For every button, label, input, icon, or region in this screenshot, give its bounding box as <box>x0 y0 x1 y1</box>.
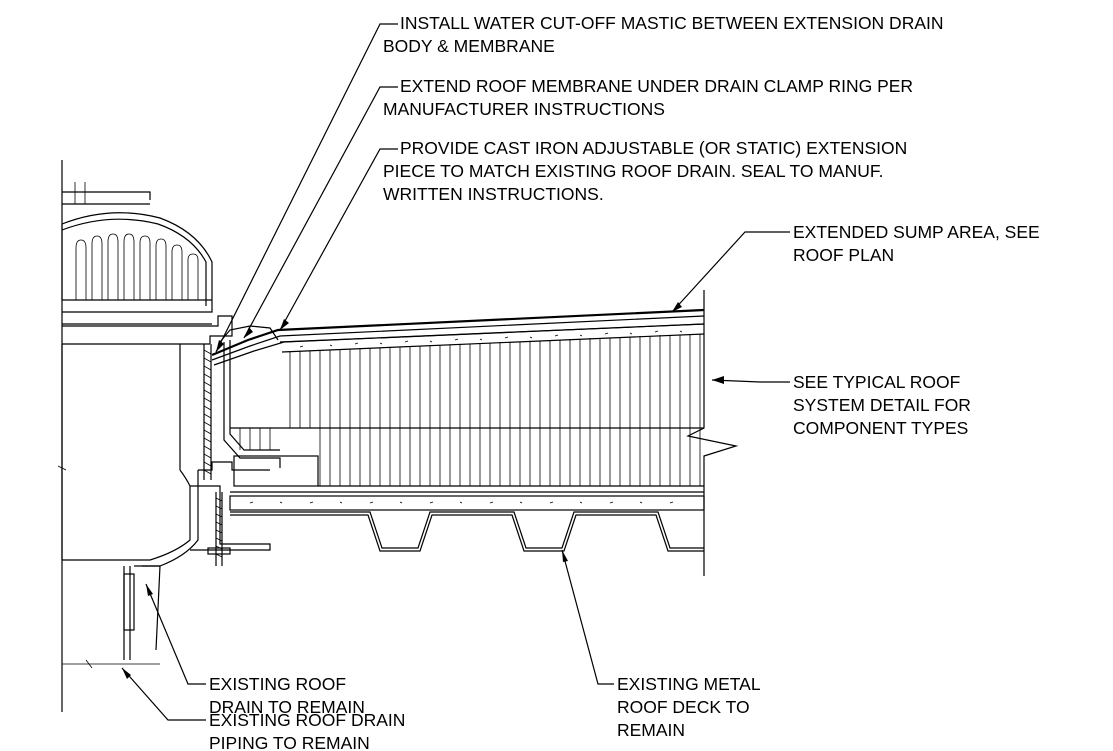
cover-board <box>279 323 705 353</box>
note-system-line-1: SEE TYPICAL ROOF <box>793 372 960 392</box>
note-mastic: INSTALL WATER CUT-OFF MASTIC BETWEEN EXT… <box>383 13 948 56</box>
existing-drain-body <box>61 344 271 567</box>
note-membrane-line-1: EXTEND ROOF MEMBRANE UNDER DRAIN CLAMP R… <box>400 76 913 96</box>
metal-roof-deck <box>230 511 704 552</box>
note-system-line-3: COMPONENT TYPES <box>793 418 968 438</box>
note-sump-line-2: ROOF PLAN <box>793 245 894 265</box>
note-system: SEE TYPICAL ROOF SYSTEM DETAIL FOR COMPO… <box>793 372 976 438</box>
notes: INSTALL WATER CUT-OFF MASTIC BETWEEN EXT… <box>209 13 1045 751</box>
leader-lines <box>121 23 790 721</box>
extension-threaded-rod <box>203 344 212 480</box>
note-sump-line-1: EXTENDED SUMP AREA, SEE <box>793 222 1040 242</box>
break-line-right <box>686 290 739 576</box>
note-deck-line-1: EXISTING METAL <box>617 674 761 694</box>
note-system-line-2: SYSTEM DETAIL FOR <box>793 395 971 415</box>
note-deck: EXISTING METAL ROOF DECK TO REMAIN <box>617 674 765 740</box>
note-membrane: EXTEND ROOF MEMBRANE UNDER DRAIN CLAMP R… <box>383 76 918 119</box>
note-extension-line-3: WRITTEN INSTRUCTIONS. <box>383 184 604 204</box>
tapered-insulation <box>230 334 704 487</box>
existing-drain-piping <box>62 565 161 669</box>
note-sump: EXTENDED SUMP AREA, SEE ROOF PLAN <box>793 222 1045 265</box>
note-deck-line-2: ROOF DECK TO <box>617 697 750 717</box>
substrate-board <box>229 491 705 511</box>
clamp-bolt <box>207 492 231 566</box>
note-piping: EXISTING ROOF DRAIN PIPING TO REMAIN <box>209 710 410 751</box>
cast-iron-extension-piece <box>219 325 319 487</box>
note-extension-line-1: PROVIDE CAST IRON ADJUSTABLE (OR STATIC)… <box>400 138 907 158</box>
note-drain-line-2: DRAIN TO REMAIN <box>209 697 365 717</box>
note-drain-line-1: EXISTING ROOF <box>209 674 346 694</box>
note-membrane-line-2: MANUFACTURER INSTRUCTIONS <box>383 99 665 119</box>
note-piping-line-2: PIPING TO REMAIN <box>209 733 370 751</box>
drain-dome-strainer <box>61 182 213 325</box>
drain-clamp-ring <box>62 315 233 345</box>
note-deck-line-3: REMAIN <box>617 720 685 740</box>
note-drain: EXISTING ROOF DRAIN TO REMAIN <box>209 674 365 717</box>
note-mastic-line-2: BODY & MEMBRANE <box>383 36 555 56</box>
note-extension-line-2: PIECE TO MATCH EXISTING ROOF DRAIN. SEAL… <box>383 161 883 181</box>
note-mastic-line-1: INSTALL WATER CUT-OFF MASTIC BETWEEN EXT… <box>400 13 944 33</box>
note-piping-line-1: EXISTING ROOF DRAIN <box>209 710 405 730</box>
note-extension: PROVIDE CAST IRON ADJUSTABLE (OR STATIC)… <box>383 138 912 204</box>
